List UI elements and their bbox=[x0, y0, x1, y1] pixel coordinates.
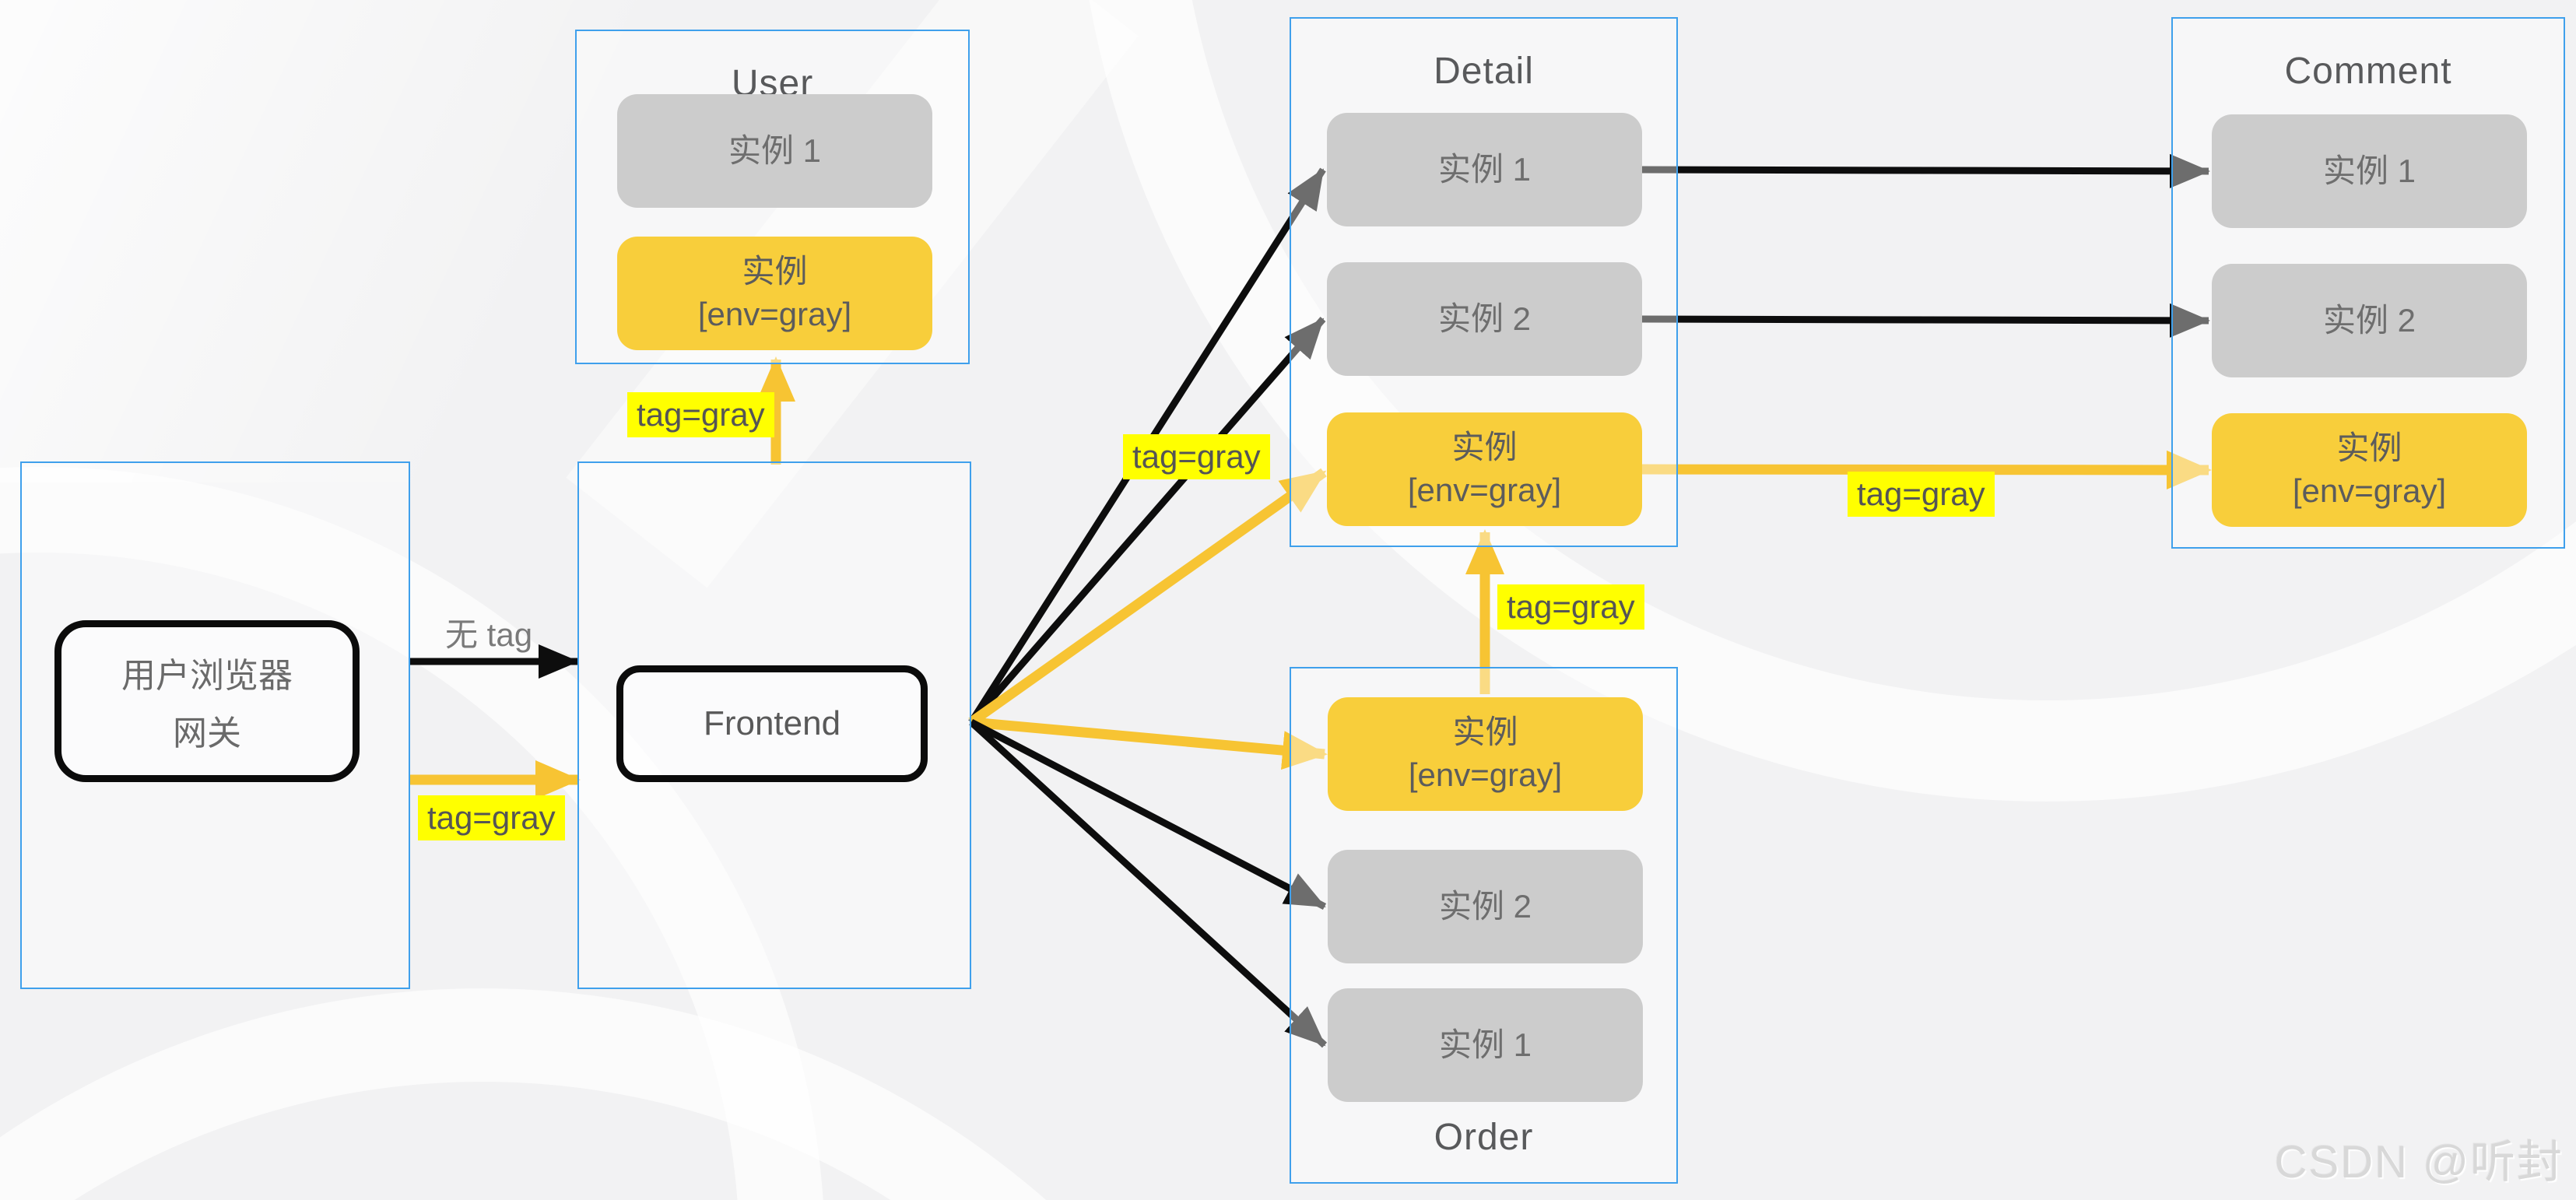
instance-label: 实例 2 bbox=[2322, 301, 2416, 339]
comment-gray-instance: 实例 [env=gray] bbox=[2212, 413, 2527, 527]
arrow-detail-gray-to-comment-gray bbox=[1641, 450, 2212, 489]
instance-label: 实例 bbox=[2336, 430, 2402, 467]
instance-label: 实例 2 bbox=[1438, 887, 1532, 925]
instance-env-label: [env=gray] bbox=[1407, 472, 1562, 508]
edge-label-tag-gray-gateway: tag=gray bbox=[418, 795, 565, 840]
comment-service-title: Comment bbox=[2284, 51, 2452, 92]
detail-gray-instance: 实例 [env=gray] bbox=[1327, 412, 1642, 526]
detail-service-title: Detail bbox=[1434, 51, 1534, 92]
user-instance-1: 实例 1 bbox=[617, 94, 932, 208]
instance-label: 实例 1 bbox=[2322, 152, 2416, 189]
comment-instance-2: 实例 2 bbox=[2212, 264, 2527, 377]
edge-label-tag-gray-comment: tag=gray bbox=[1848, 472, 1995, 517]
gateway-node: 用户浏览器 网关 bbox=[54, 620, 360, 782]
arrow-frontend-to-order-instance2 bbox=[969, 719, 1327, 910]
instance-label: 实例 bbox=[742, 253, 808, 290]
detail-instance-1: 实例 1 bbox=[1327, 113, 1642, 226]
instance-label: 实例 bbox=[1451, 429, 1518, 466]
order-gray-instance: 实例 [env=gray] bbox=[1328, 697, 1643, 811]
edge-label-tag-gray-detail: tag=gray bbox=[1123, 434, 1270, 479]
gateway-line1: 用户浏览器 bbox=[121, 657, 293, 695]
edge-label-tag-gray-user: tag=gray bbox=[627, 392, 774, 437]
order-instance-2: 实例 2 bbox=[1328, 850, 1643, 963]
gateway-line2: 网关 bbox=[173, 714, 241, 753]
comment-instance-1: 实例 1 bbox=[2212, 114, 2527, 228]
arrow-detail2-to-comment2 bbox=[1641, 303, 2210, 338]
order-instance-1: 实例 1 bbox=[1328, 988, 1643, 1102]
instance-env-label: [env=gray] bbox=[1408, 756, 1563, 793]
instance-label: 实例 1 bbox=[728, 132, 822, 169]
user-gray-instance: 实例 [env=gray] bbox=[617, 237, 932, 350]
arrow-frontend-to-order-gray-instance bbox=[970, 717, 1328, 770]
edge-label-tag-gray-order-detail: tag=gray bbox=[1497, 584, 1644, 630]
frontend-label: Frontend bbox=[703, 704, 841, 742]
arrow-frontend-to-order-instance1 bbox=[968, 719, 1328, 1048]
edge-label-no-tag: 无 tag bbox=[445, 616, 533, 653]
arrow-detail1-to-comment1 bbox=[1641, 153, 2210, 188]
arrow-frontend-to-detail-instance2 bbox=[968, 317, 1326, 725]
instance-env-label: [env=gray] bbox=[697, 296, 852, 332]
instance-env-label: [env=gray] bbox=[2292, 472, 2447, 509]
watermark: CSDN @听封 bbox=[2274, 1137, 2564, 1188]
frontend-node: Frontend bbox=[616, 665, 928, 782]
instance-label: 实例 2 bbox=[1437, 300, 1532, 337]
instance-label: 实例 bbox=[1452, 714, 1518, 751]
instance-label: 实例 1 bbox=[1437, 150, 1532, 188]
instance-label: 实例 1 bbox=[1438, 1026, 1532, 1063]
order-service-title: Order bbox=[1434, 1117, 1534, 1158]
detail-instance-2: 实例 2 bbox=[1327, 262, 1642, 376]
arrow-frontend-to-detail-gray-instance bbox=[968, 468, 1327, 727]
